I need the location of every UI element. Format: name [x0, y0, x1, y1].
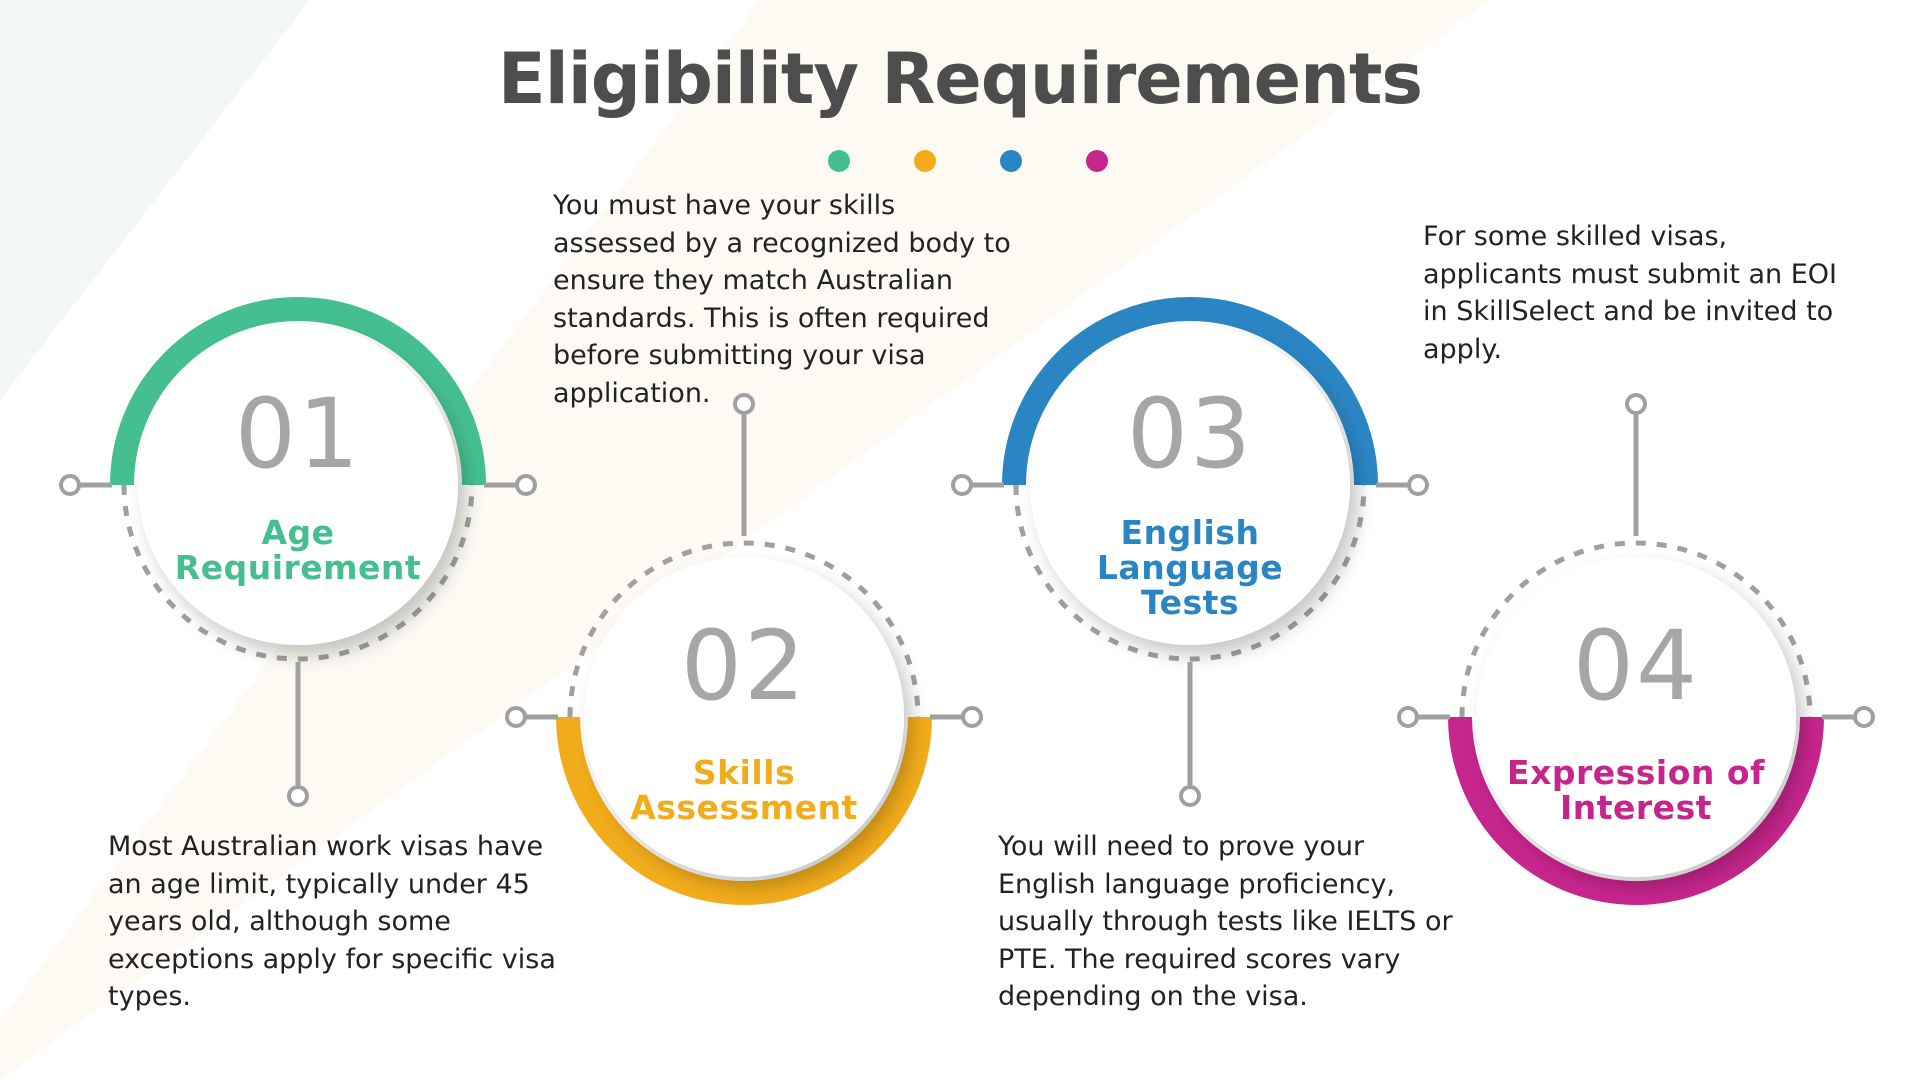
label-line: Language — [1096, 548, 1284, 587]
step-4-right-node — [1853, 706, 1875, 728]
step-2-circle — [584, 557, 904, 877]
step-4-color-arc — [1448, 716, 1824, 905]
step-4-dashed-arc — [1459, 540, 1813, 718]
step-2-dashed-arc — [567, 540, 921, 718]
step-1-dashed-arc — [121, 484, 475, 662]
step-2-right-node — [961, 706, 983, 728]
step-1-circle — [138, 325, 458, 645]
step-4-circle — [1476, 557, 1796, 877]
magenta-dot — [1086, 150, 1108, 172]
step-2-left-node — [505, 706, 527, 728]
blue-dot — [1000, 150, 1022, 172]
page-title: Eligibility Requirements — [497, 38, 1423, 120]
step-1-right-node — [515, 474, 537, 496]
label-line: Requirement — [174, 548, 422, 587]
label-line: Interest — [1559, 788, 1712, 827]
step-4-number: 04 — [1572, 610, 1700, 722]
step-3-right-node — [1407, 474, 1429, 496]
green-dot — [828, 150, 850, 172]
step-2-number: 02 — [680, 610, 808, 722]
yellow-dot — [914, 150, 936, 172]
step-2-stem-node — [733, 393, 755, 415]
step-3-left-node — [951, 474, 973, 496]
step-2-description: You must have your skills assessed by a … — [553, 190, 1011, 409]
step-4-left-node — [1397, 706, 1419, 728]
label-line: Expression of — [1507, 753, 1765, 792]
step-3-number: 03 — [1126, 378, 1254, 490]
label-line: Assessment — [630, 788, 858, 827]
step-1-left-node — [59, 474, 81, 496]
step-3-circle — [1030, 325, 1350, 645]
label-line: Tests — [1140, 583, 1240, 622]
label-line: Skills — [692, 753, 796, 792]
step-3-stem-node — [1179, 785, 1201, 807]
step-3-color-arc — [1002, 297, 1378, 486]
step-3-description: You will need to prove your English lang… — [998, 831, 1453, 1012]
step-4-stem-node — [1625, 393, 1647, 415]
label-line: Age — [261, 513, 335, 552]
step-4-description: For some skilled visas, applicants must … — [1423, 221, 1838, 365]
step-2-color-arc — [556, 716, 932, 905]
step-1-color-arc — [110, 297, 486, 486]
step-1-description: Most Australian work visas have an age l… — [108, 831, 556, 1012]
step-3-dashed-arc — [1013, 484, 1367, 662]
label-line: English — [1120, 513, 1260, 552]
step-1-stem-node — [287, 785, 309, 807]
step-1-number: 01 — [234, 378, 362, 490]
